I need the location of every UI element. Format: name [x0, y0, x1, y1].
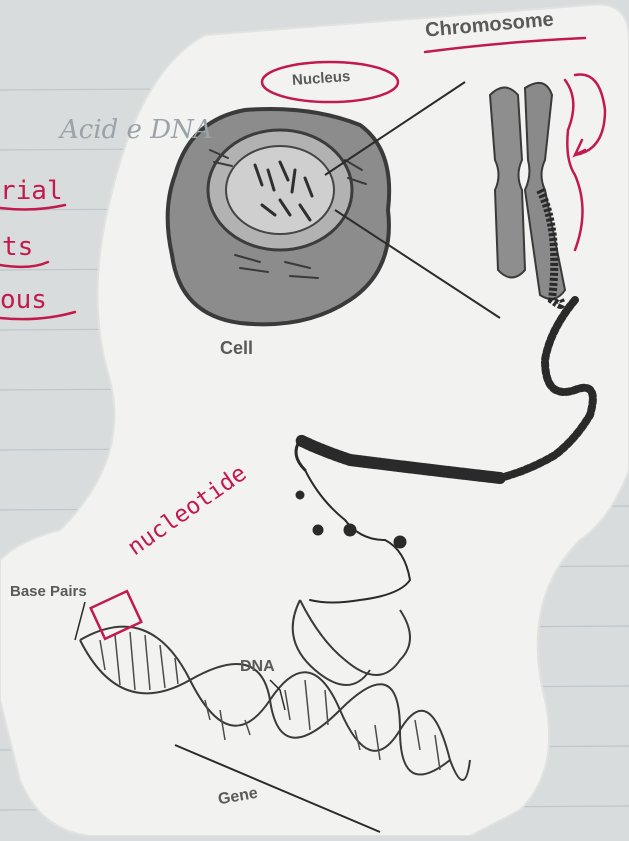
cell-label: Cell	[220, 338, 253, 359]
dna-label: DNA	[240, 658, 275, 676]
base-pairs-label: Base Pairs	[10, 583, 87, 600]
margin-word-3: ous	[0, 285, 47, 315]
notebook-word-faint: Acid e DNA	[60, 115, 213, 145]
margin-word-1: rial	[0, 176, 63, 206]
margin-word-2: ts	[2, 232, 33, 262]
